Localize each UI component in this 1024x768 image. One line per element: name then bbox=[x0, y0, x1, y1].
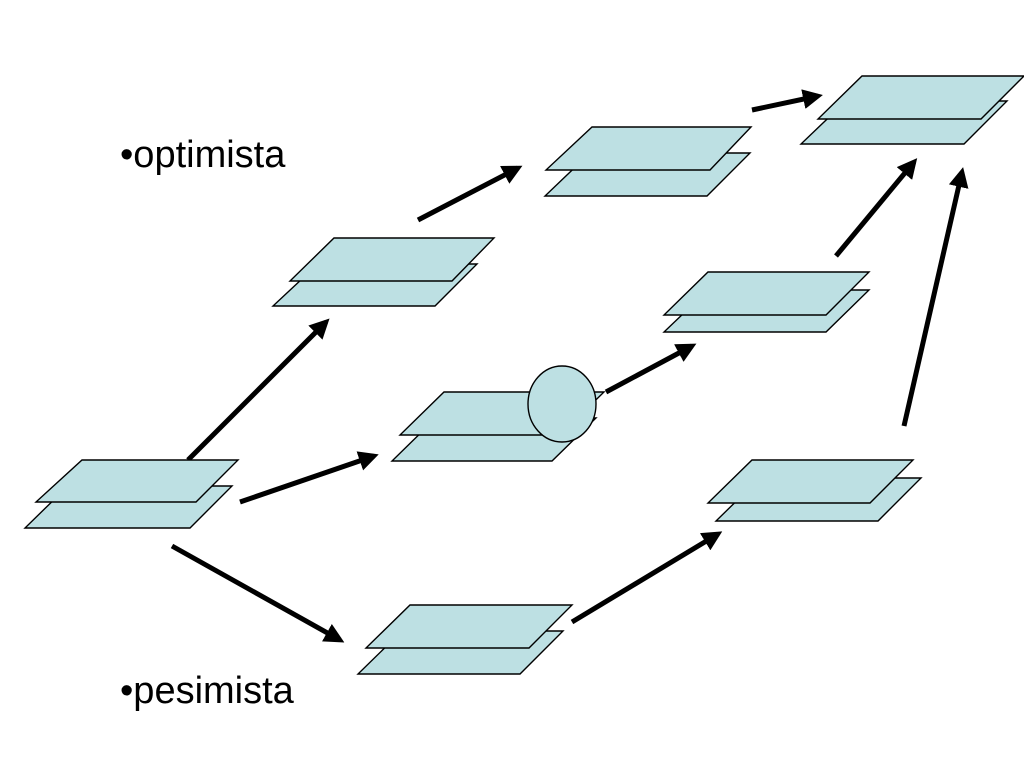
plane-pair-start bbox=[23, 459, 240, 529]
plane-front bbox=[706, 459, 915, 504]
arrow-start-to-upper bbox=[186, 318, 330, 462]
plane-pair-upper bbox=[271, 237, 496, 307]
plane-front bbox=[662, 271, 871, 316]
plane-front bbox=[364, 604, 574, 649]
arrow-upper-to-top bbox=[416, 165, 523, 223]
plane-front bbox=[34, 459, 240, 503]
plane-pair-midright bbox=[662, 271, 871, 333]
plane-pair-lowright bbox=[706, 459, 923, 522]
arrow-midright-to-final bbox=[834, 158, 918, 258]
plane-front bbox=[288, 237, 496, 282]
label-optimista: •optimista bbox=[120, 134, 286, 176]
arrow-top-to-final bbox=[751, 89, 823, 113]
plane-front bbox=[544, 126, 753, 171]
arrow-start-to-middle bbox=[239, 451, 379, 505]
plane-pair-lower bbox=[356, 604, 574, 675]
arrow-start-to-lower bbox=[170, 543, 345, 643]
plane-pair-top bbox=[543, 126, 753, 197]
arrow-middle-to-midright bbox=[604, 343, 697, 395]
plane-front bbox=[816, 75, 1024, 120]
highlight-circle bbox=[527, 365, 597, 443]
arrow-lower-to-lowright bbox=[570, 531, 723, 625]
arrow-lowright-to-final bbox=[901, 167, 969, 427]
plane-pair-final bbox=[799, 75, 1024, 145]
arrows bbox=[170, 89, 969, 643]
label-pesimista: •pesimista bbox=[120, 670, 294, 712]
